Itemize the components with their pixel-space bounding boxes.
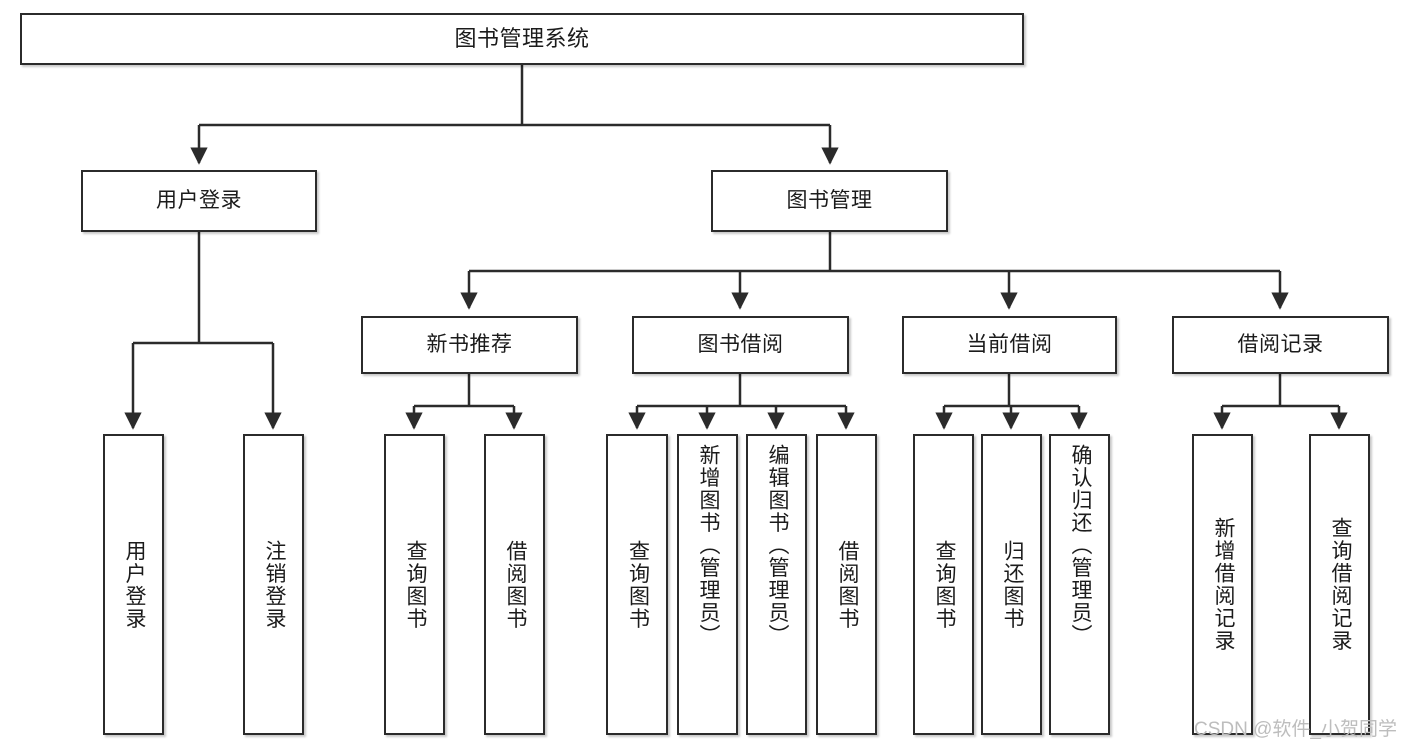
leaf-add-book-admin[interactable]: 新增图书（管理员） [677,434,738,735]
leaf-confirm-return-admin[interactable]: 确认归还（管理员） [1049,434,1110,735]
node-book-management[interactable]: 图书管理 [711,170,948,232]
leaf-return-book[interactable]: 归还图书 [981,434,1042,735]
node-label: 图书管理系统 [454,25,590,51]
node-user-login[interactable]: 用户登录 [81,170,317,232]
node-label: 新书推荐 [426,333,513,357]
leaf-borrow-book[interactable]: 借阅图书 [816,434,877,735]
leaf-user-login[interactable]: 用户登录 [103,434,164,735]
node-current-borrow[interactable]: 当前借阅 [902,316,1117,374]
node-book-borrow[interactable]: 图书借阅 [632,316,849,374]
node-label: 图书管理 [786,189,873,213]
leaf-label: 查询图书 [932,539,956,630]
leaf-query-book-recommend[interactable]: 查询图书 [384,434,445,735]
leaf-label: 编辑图书（管理员） [765,444,789,647]
leaf-label: 查询图书 [626,539,650,630]
leaf-label: 新增图书（管理员） [696,444,720,647]
node-label: 借阅记录 [1237,333,1324,357]
watermark-text: CSDN @软件_小贺同学 [1194,719,1397,740]
node-label: 用户登录 [156,189,242,213]
node-book-management-system[interactable]: 图书管理系统 [20,13,1024,65]
node-label: 当前借阅 [966,333,1053,357]
node-new-book-recommend[interactable]: 新书推荐 [361,316,578,374]
leaf-label: 查询图书 [403,539,427,630]
leaf-borrow-book-recommend[interactable]: 借阅图书 [484,434,545,735]
leaf-label: 新增借阅记录 [1211,517,1235,652]
leaf-query-book-current[interactable]: 查询图书 [913,434,974,735]
leaf-label: 归还图书 [1000,539,1024,630]
leaf-label: 借阅图书 [503,539,527,630]
leaf-query-book-borrow[interactable]: 查询图书 [606,434,668,735]
leaf-logout-login[interactable]: 注销登录 [243,434,304,735]
leaf-label: 查询借阅记录 [1328,517,1352,652]
leaf-label: 用户登录 [122,539,146,630]
leaf-label: 确认归还（管理员） [1068,444,1092,647]
leaf-query-borrow-record[interactable]: 查询借阅记录 [1309,434,1370,735]
leaf-edit-book-admin[interactable]: 编辑图书（管理员） [746,434,807,735]
node-label: 图书借阅 [697,333,784,357]
leaf-label: 注销登录 [262,539,286,630]
leaf-label: 借阅图书 [835,539,859,630]
leaf-add-borrow-record[interactable]: 新增借阅记录 [1192,434,1253,735]
node-borrow-record[interactable]: 借阅记录 [1172,316,1389,374]
